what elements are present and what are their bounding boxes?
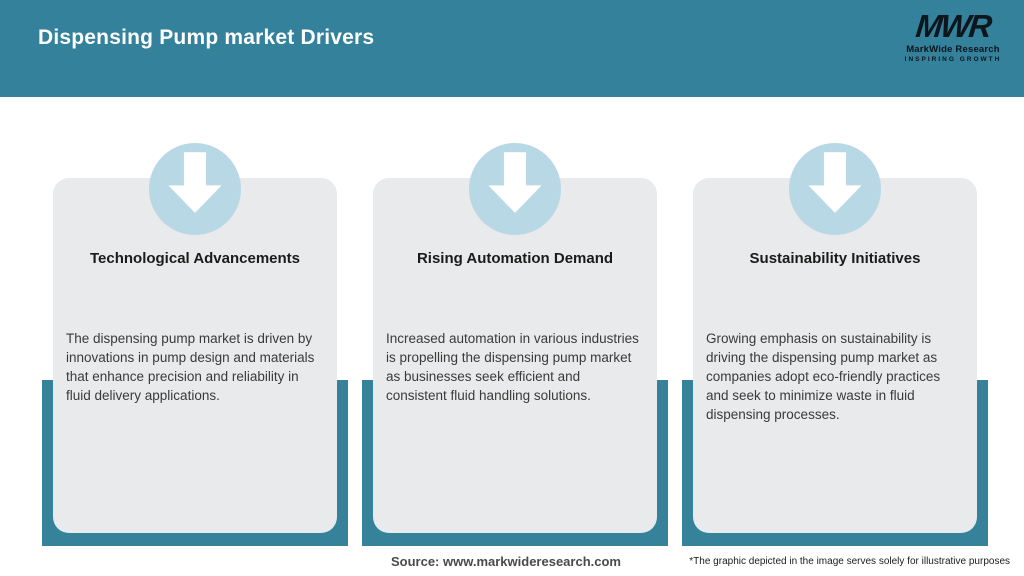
down-arrow-icon	[168, 152, 222, 213]
card-description: Increased automation in various industri…	[386, 331, 639, 403]
logo-tagline: INSPIRING GROWTH	[904, 55, 1002, 63]
markwide-logo: MWR MarkWide Research INSPIRING GROWTH	[898, 8, 1008, 63]
disclaimer-text: *The graphic depicted in the image serve…	[689, 556, 1010, 567]
card-description: The dispensing pump market is driven by …	[66, 331, 315, 403]
driver-card-sustainability-initiatives: Sustainability Initiatives Growing empha…	[693, 178, 977, 533]
logo-name: MarkWide Research	[906, 44, 1000, 55]
card-title: Sustainability Initiatives	[749, 250, 921, 267]
card-description: Growing emphasis on sustainability is dr…	[706, 331, 941, 422]
down-arrow-icon	[808, 152, 862, 213]
driver-card-technological-advancements: Technological Advancements The dispensin…	[53, 178, 337, 533]
header-bar: Dispensing Pump market Drivers MWR MarkW…	[0, 0, 1024, 97]
down-arrow-badge	[789, 143, 881, 235]
down-arrow-icon	[488, 152, 542, 213]
card-title: Rising Automation Demand	[416, 250, 614, 267]
source-text: Source: www.markwideresearch.com	[390, 554, 621, 569]
driver-card-rising-automation-demand: Rising Automation Demand Increased autom…	[373, 178, 657, 533]
card-title: Technological Advancements	[89, 250, 301, 267]
logo-acronym: MWR	[914, 8, 992, 44]
down-arrow-badge	[149, 143, 241, 235]
page-title: Dispensing Pump market Drivers	[38, 26, 375, 49]
down-arrow-badge	[469, 143, 561, 235]
